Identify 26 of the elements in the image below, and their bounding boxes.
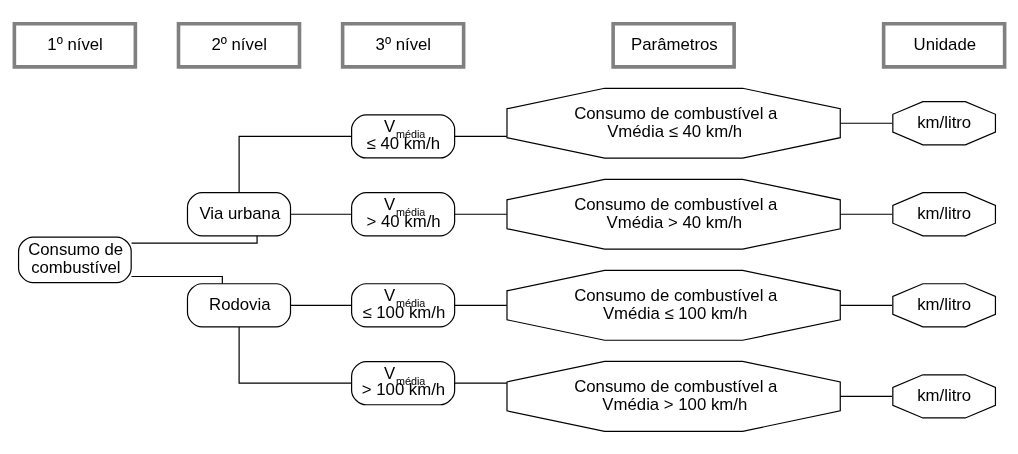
node-box: Via urbana <box>186 191 291 236</box>
connector <box>839 122 893 124</box>
connector <box>453 135 507 137</box>
connector <box>453 304 507 306</box>
node-box: Unidade <box>881 21 1006 69</box>
connector <box>238 325 352 384</box>
connector <box>839 395 893 397</box>
connector <box>238 135 352 193</box>
connector <box>453 213 507 215</box>
node-box: V$_{média}$ > 100 km/h <box>350 360 455 405</box>
node-box: V$_{média}$ ≤ 100 km/h <box>350 282 455 327</box>
connector <box>839 304 893 306</box>
connector <box>289 213 352 215</box>
connector <box>130 235 258 244</box>
connector <box>130 275 223 284</box>
node-box: Rodovia <box>186 282 291 327</box>
node-box: Consumo de combustível <box>17 235 132 283</box>
connector <box>839 213 893 215</box>
connector <box>289 304 352 306</box>
node-box: 2º nível <box>176 21 301 69</box>
node-box: Parâmetros <box>610 21 736 69</box>
connector <box>453 382 507 384</box>
node-box: 3º nível <box>340 21 465 69</box>
node-box: V$_{média}$ > 40 km/h <box>350 191 455 236</box>
node-box: V$_{média}$ ≤ 40 km/h <box>350 113 455 159</box>
node-box: 1º nível <box>12 21 137 69</box>
